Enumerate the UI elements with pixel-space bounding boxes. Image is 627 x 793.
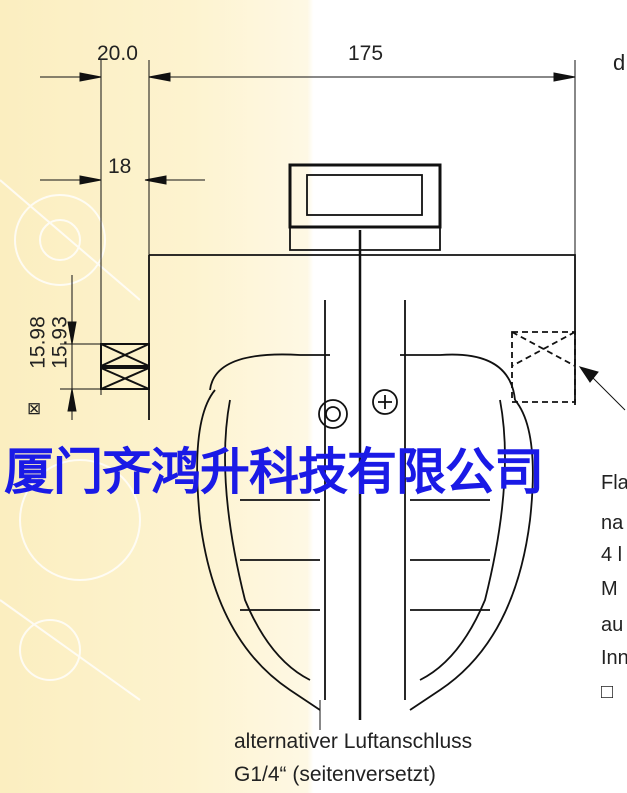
tolerance-lower: 15.93 [48,316,72,369]
dimension-18: 18 [108,155,132,178]
side-text-7: □ [601,681,614,703]
tolerance-upper: 15.98 [26,316,50,369]
dimension-20: 20.0 [97,42,138,65]
side-text-4: M [601,578,618,600]
square-symbol: ⊠ [27,399,42,418]
side-text-3: 4 l [601,544,623,566]
side-text-1: Fla [601,472,627,494]
shaft-key [100,343,150,390]
actuator-body [148,163,576,730]
side-text-5: au [601,614,624,636]
side-text-6: Inn [601,647,627,669]
background-sketch [0,179,141,701]
dimension-175: 175 [348,42,384,65]
dimension-lines [40,60,626,420]
watermark: 厦门齐鸿升科技有限公司 [4,443,544,501]
caption-line-2: G1/4“ (seitenversetzt) [234,763,436,786]
side-text-2: na [601,512,624,534]
caption-line-1: alternativer Luftanschluss [234,730,473,753]
top-right-fragment: d [613,50,626,75]
